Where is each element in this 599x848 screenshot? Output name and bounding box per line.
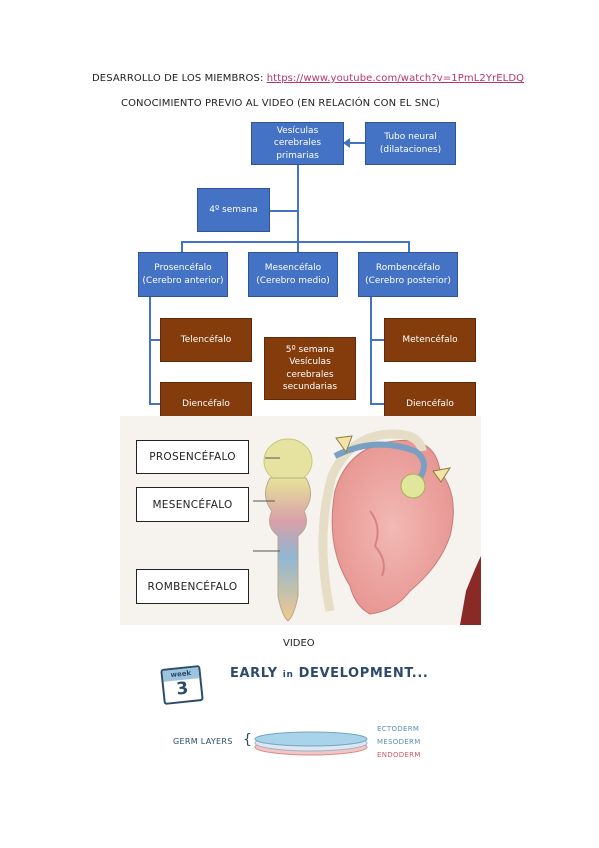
box-mesencefalo: Mesencéfalo (Cerebro medio) — [248, 252, 338, 297]
primary-line-3: primarias — [276, 150, 319, 161]
video-headline: EARLY in DEVELOPMENT... — [230, 666, 428, 681]
box-neural-tube: Tubo neural (dilataciones) — [365, 122, 456, 165]
calendar-icon: week 3 — [160, 665, 204, 705]
label-mesencefalo-text: MESENCÉFALO — [152, 498, 233, 511]
label-rombencefalo-text: ROMBENCÉFALO — [147, 580, 238, 593]
headline-in: in — [282, 670, 294, 680]
connector-middle-drop — [297, 241, 299, 253]
rombencefalo-line-1: Rombencéfalo — [375, 263, 441, 274]
connector-right-branch — [370, 296, 372, 404]
rombencefalo-line-2: (Cerebro posterior) — [365, 275, 451, 286]
mesoderm-label: MESODERM — [377, 738, 421, 746]
prosencephalon-bulb — [263, 438, 313, 484]
week5-line-4: secundarias — [282, 381, 338, 392]
connector-neural-tube — [345, 142, 365, 144]
embryo-drawing — [253, 429, 481, 625]
connector-telencefalo — [149, 339, 161, 341]
box-week4: 4º semana — [197, 188, 270, 232]
youtube-link[interactable]: https://www.youtube.com/watch?v=1PmL2YrE… — [266, 73, 525, 84]
prosencefalo-line-2: (Cerebro anterior) — [142, 275, 224, 286]
telencefalo-label: Telencéfalo — [180, 334, 232, 345]
subtitle: CONOCIMIENTO PREVIO AL VIDEO (EN RELACIÓ… — [121, 98, 440, 109]
pointer-arrow-icon — [335, 435, 353, 454]
brace-icon: { — [243, 732, 252, 748]
box-rombencefalo: Rombencéfalo (Cerebro posterior) — [358, 252, 458, 297]
diencefalo-left-label: Diencéfalo — [182, 398, 230, 409]
connector-horizontal — [181, 241, 410, 243]
diencefalo-right-label: Diencéfalo — [406, 398, 454, 409]
ectoderm-layer — [254, 731, 368, 747]
header-line: DESARROLLO DE LOS MIEMBROS: https://www.… — [92, 73, 524, 84]
calendar-week-number: 3 — [175, 678, 190, 700]
germ-layers-label: GERM LAYERS — [173, 737, 233, 746]
neural-tube-line-2: (dilataciones) — [379, 144, 442, 155]
embryo-outer-curve — [318, 429, 427, 612]
neural-tube-line-1: Tubo neural — [384, 132, 437, 143]
week5-line-3: cerebrales — [286, 369, 334, 380]
box-telencefalo: Telencéfalo — [160, 318, 252, 362]
mesencefalo-line-1: Mesencéfalo — [264, 263, 322, 274]
neural-tube-shape — [265, 477, 311, 622]
endoderm-label: ENDODERM — [377, 751, 421, 759]
connector-metencefalo — [370, 339, 384, 341]
embryo-body — [331, 439, 454, 615]
primary-line-2: cerebrales — [273, 138, 322, 149]
connector-diencefalo-left — [149, 403, 161, 405]
box-prosencefalo: Prosencéfalo (Cerebro anterior) — [138, 252, 228, 297]
box-metencefalo: Metencéfalo — [384, 318, 476, 362]
connector-week4 — [270, 210, 297, 212]
germ-disc-icon — [254, 731, 368, 756]
pointer-arrow-icon-2 — [432, 467, 452, 483]
connector-diencefalo-right — [370, 403, 384, 405]
label-prosencefalo-text: PROSENCÉFALO — [149, 451, 236, 463]
connector-main-vertical — [297, 165, 299, 243]
arrow-head-icon — [343, 138, 350, 148]
label-mesencefalo: MESENCÉFALO — [136, 487, 249, 522]
box-week5: 5º semana Vesículas cerebrales secundari… — [264, 337, 356, 400]
embryo-edge-shape — [460, 556, 481, 625]
box-primary-vesicles: Vesículas cerebrales primarias — [251, 122, 344, 165]
video-title: VIDEO — [283, 638, 315, 649]
mesencefalo-line-2: (Cerebro medio) — [256, 275, 330, 286]
video-thumbnail[interactable]: week 3 EARLY in DEVELOPMENT... GERM LAYE… — [157, 662, 443, 772]
primary-line-1: Vesículas — [276, 126, 319, 137]
embryo-head-vesicle — [400, 473, 426, 499]
embryo-neural-tube — [333, 441, 427, 480]
connector-right-drop — [408, 241, 410, 253]
embryo-segments — [369, 510, 385, 577]
ectoderm-label: ECTODERM — [377, 725, 420, 733]
connector-left-drop — [181, 241, 183, 253]
headline-early: EARLY — [230, 666, 278, 681]
metencefalo-label: Metencéfalo — [402, 334, 458, 345]
prosencefalo-line-1: Prosencéfalo — [154, 263, 212, 274]
week5-line-2: Vesículas — [289, 357, 331, 368]
header-label: DESARROLLO DE LOS MIEMBROS: — [92, 73, 264, 84]
label-rombencefalo: ROMBENCÉFALO — [136, 569, 249, 604]
connector-left-branch — [149, 296, 151, 404]
week5-line-1: 5º semana — [285, 345, 335, 356]
week4-label: 4º semana — [209, 204, 258, 215]
label-prosencefalo: PROSENCÉFALO — [136, 440, 249, 474]
headline-development: DEVELOPMENT... — [298, 666, 429, 681]
